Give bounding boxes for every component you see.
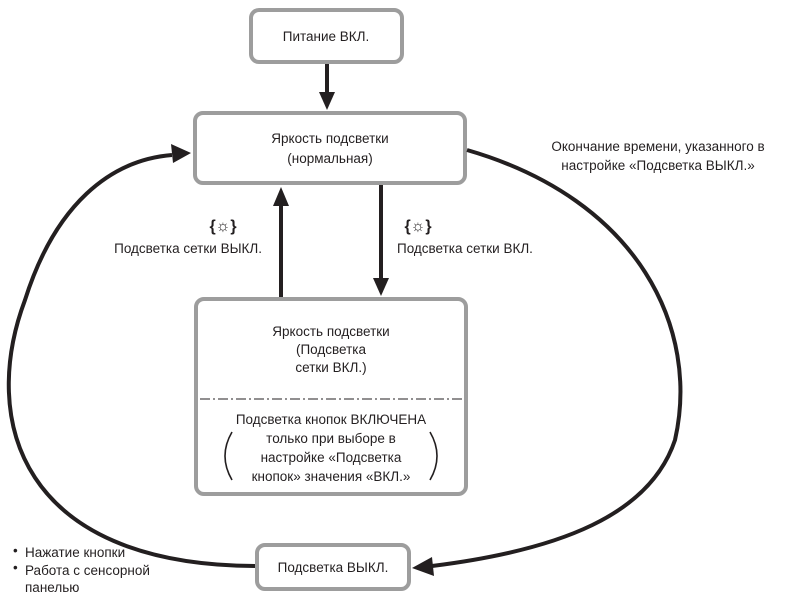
wake-item-touch-line1: Работа с сенсорной — [25, 563, 150, 578]
edge-normal-to-grid-on — [373, 185, 389, 296]
wake-transition-label: • Нажатие кнопки • Работа с сенсорной па… — [13, 543, 150, 595]
timeout-label-line2: настройке «Подсветка ВЫКЛ.» — [561, 158, 754, 173]
backlight-off-label: Подсветка ВЫКЛ. — [278, 560, 389, 575]
timeout-label-line1: Окончание времени, указанного в — [551, 139, 764, 154]
node-normal-brightness: Яркость подсветки (нормальная) — [193, 111, 467, 185]
power-on-label: Питание ВКЛ. — [283, 29, 370, 44]
button-with-sun-icon: {☼} — [404, 218, 431, 235]
normal-brightness-line2: (нормальная) — [287, 151, 372, 166]
node-power-on: Питание ВКЛ. — [249, 8, 404, 64]
wake-item-button-press: Нажатие кнопки — [25, 545, 125, 560]
wake-item-touch-line2: панелью — [25, 580, 79, 595]
button-backlight-note-line3: настройке «Подсветка — [261, 450, 402, 465]
grid-on-transition-label: {☼} Подсветка сетки ВКЛ. — [397, 218, 533, 256]
button-backlight-note-line1: Подсветка кнопок ВКЛЮЧЕНА — [236, 412, 426, 427]
node-backlight-off: Подсветка ВЫКЛ. — [255, 543, 411, 591]
grid-off-label: Подсветка сетки ВЫКЛ. — [114, 241, 262, 256]
grid-off-transition-label: {☼} Подсветка сетки ВЫКЛ. — [114, 218, 262, 256]
edge-grid-on-to-normal — [273, 187, 289, 297]
grid-on-brightness-line1: Яркость подсветки — [272, 324, 389, 339]
button-backlight-note-line2: только при выборе в — [266, 431, 396, 446]
bullet-1: • — [13, 543, 18, 558]
timeout-transition-label: Окончание времени, указанного в настройк… — [551, 139, 764, 173]
bullet-2: • — [13, 560, 18, 575]
edge-power-to-normal — [319, 64, 335, 110]
button-with-sun-icon: {☼} — [209, 218, 236, 235]
right-paren — [429, 431, 438, 481]
node-grid-on-brightness: Яркость подсветки (Подсветка сетки ВКЛ.)… — [194, 297, 468, 496]
edge-normal-to-off-timeout — [412, 148, 683, 576]
grid-on-label: Подсветка сетки ВКЛ. — [397, 241, 533, 256]
grid-on-brightness-line3: сетки ВКЛ.) — [295, 360, 366, 375]
grid-on-brightness-line2: (Подсветка — [296, 342, 367, 357]
normal-brightness-line1: Яркость подсветки — [271, 131, 388, 146]
edge-off-to-normal-wake — [6, 144, 256, 568]
left-paren — [224, 431, 233, 481]
button-backlight-note-line4: кнопок» значения «ВКЛ.» — [252, 469, 411, 484]
